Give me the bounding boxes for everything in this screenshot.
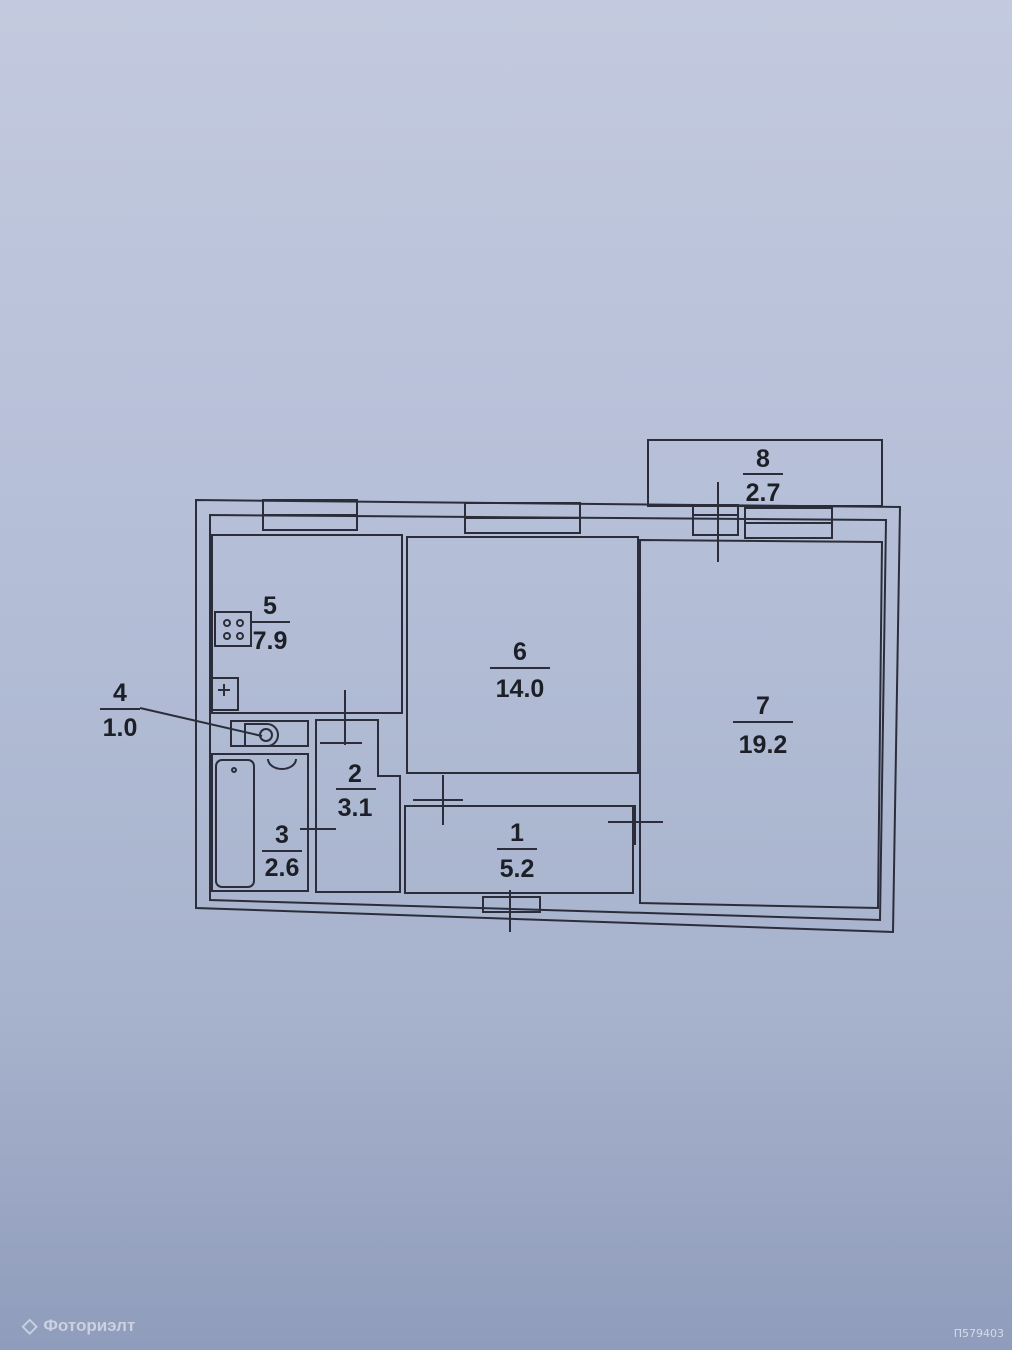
room-labels: 57.9 614.0 719.2 15.2 23.1 32.6 41.0 82.… xyxy=(100,445,793,883)
label-room-6: 614.0 xyxy=(490,638,550,703)
room-7 xyxy=(639,538,884,910)
label-room-8: 82.7 xyxy=(743,445,783,507)
toilet-icon xyxy=(244,723,279,747)
walls xyxy=(195,439,902,934)
room-1-hall xyxy=(404,805,634,894)
stove-icon xyxy=(214,611,252,647)
watermark-brand: Фоториэлт xyxy=(43,1315,136,1335)
balcony-door xyxy=(692,504,739,536)
room-4-leader xyxy=(139,707,263,737)
watermark-logo: ◇ Фоториэлт xyxy=(22,1313,135,1338)
listing-code: П579403 xyxy=(953,1327,1004,1340)
washbasin-icon xyxy=(267,758,297,770)
svg-text:2: 2 xyxy=(348,760,362,788)
svg-text:2.7: 2.7 xyxy=(746,479,781,507)
svg-text:3.1: 3.1 xyxy=(338,794,373,822)
svg-text:1.0: 1.0 xyxy=(103,714,138,742)
fixtures xyxy=(139,482,738,932)
svg-text:6: 6 xyxy=(513,638,527,666)
svg-text:19.2: 19.2 xyxy=(739,731,788,759)
svg-text:4: 4 xyxy=(113,679,127,707)
svg-text:1: 1 xyxy=(510,819,524,847)
svg-text:8: 8 xyxy=(756,445,770,473)
room-2-corridor xyxy=(315,719,401,893)
label-room-7: 719.2 xyxy=(733,692,793,759)
svg-text:5.2: 5.2 xyxy=(500,855,535,883)
label-room-2: 23.1 xyxy=(336,760,376,822)
svg-text:3: 3 xyxy=(275,821,289,849)
logo-icon: ◇ xyxy=(22,1315,38,1337)
svg-text:7: 7 xyxy=(756,692,770,720)
svg-text:2.6: 2.6 xyxy=(265,854,300,882)
rooms xyxy=(211,534,884,910)
label-room-3: 32.6 xyxy=(262,821,302,882)
room-3-bath xyxy=(211,753,309,892)
label-room-1: 15.2 xyxy=(497,819,537,883)
balcony-outline xyxy=(647,439,883,507)
svg-text:14.0: 14.0 xyxy=(496,675,545,703)
room-5-kitchen xyxy=(211,534,403,714)
label-room-4: 41.0 xyxy=(100,679,140,742)
bathtub-icon xyxy=(215,759,255,888)
label-room-5: 57.9 xyxy=(250,592,290,655)
svg-text:5: 5 xyxy=(263,592,277,620)
room-6 xyxy=(406,536,639,774)
sink-icon xyxy=(211,677,239,711)
svg-text:7.9: 7.9 xyxy=(253,627,288,655)
entrance-door xyxy=(482,896,541,913)
